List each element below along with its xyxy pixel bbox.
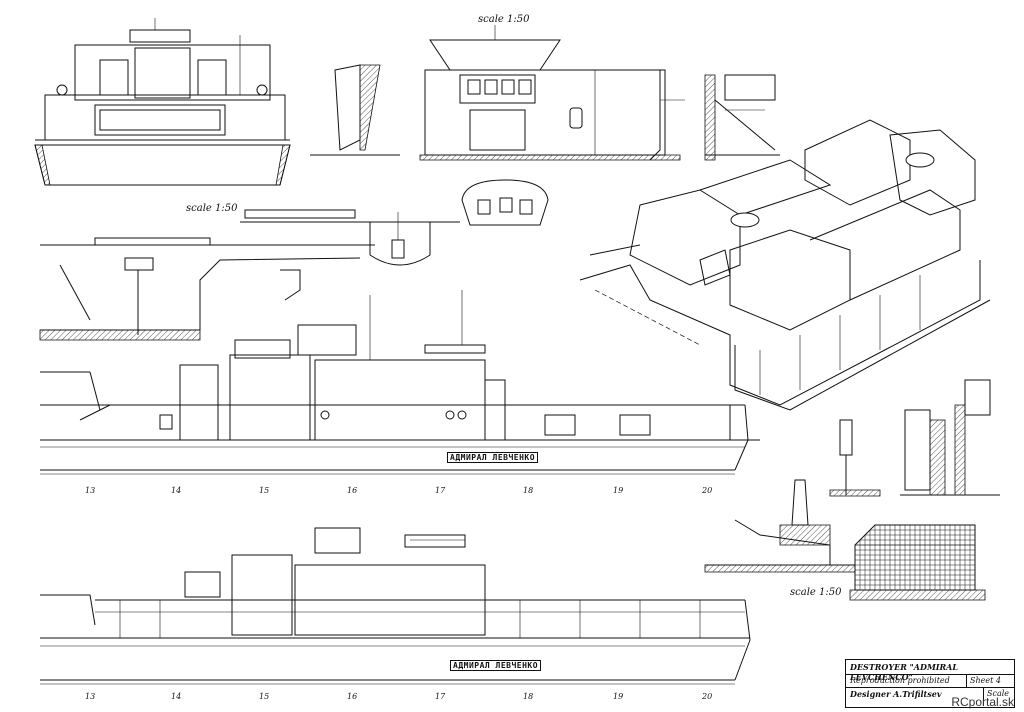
- deck-section-view: [39, 209, 460, 341]
- bridge-section-view: [419, 25, 685, 226]
- frame-number: 17: [435, 692, 446, 701]
- grating-panel-detail: [704, 519, 986, 601]
- frame-number: 17: [435, 486, 446, 495]
- frame-number: 14: [171, 692, 182, 701]
- title-block-sheet: Sheet 4: [966, 674, 1001, 687]
- title-block-scale: Scale: [983, 687, 1009, 706]
- mast-base-detail: [310, 64, 400, 156]
- isometric-superstructure: [579, 119, 991, 411]
- frame-number: 14: [171, 486, 182, 495]
- frame-number: 20: [702, 692, 713, 701]
- frame-number: 18: [523, 486, 534, 495]
- scale-label-bottom-right: scale 1:50: [790, 587, 842, 598]
- title-block-reproduction: Reproduction prohibited: [850, 676, 950, 685]
- title-block: DESTROYER "ADMIRAL LEVCHENCO" Reproducti…: [845, 659, 1015, 708]
- scale-label-middle: scale 1:50: [186, 203, 238, 214]
- frame-number: 20: [702, 486, 713, 495]
- davit-details: [779, 379, 1000, 546]
- frame-number: 13: [85, 692, 96, 701]
- watermark: RCportal.sk: [951, 695, 1014, 709]
- ship-name-plate-upper: АДМИРАЛ ЛЕВЧЕНКО: [447, 452, 539, 463]
- title-block-designer: Designer A.Trifiltsev: [850, 689, 942, 699]
- frame-number: 15: [259, 486, 270, 495]
- frame-number: 18: [523, 692, 534, 701]
- frame-number: 16: [347, 692, 358, 701]
- frame-number: 15: [259, 692, 270, 701]
- ship-name-plate-lower: АДМИРАЛ ЛЕВЧЕНКО: [450, 660, 542, 671]
- front-section-view: [34, 18, 291, 186]
- lower-side-elevation: [40, 527, 751, 685]
- frame-number: 19: [613, 692, 624, 701]
- scale-label-top: scale 1:50: [478, 14, 530, 25]
- frame-number: 13: [85, 486, 96, 495]
- upper-side-elevation: [40, 290, 760, 475]
- frame-number: 19: [613, 486, 624, 495]
- title-block-title: DESTROYER "ADMIRAL LEVCHENCO": [850, 662, 959, 682]
- ladder-detail: [704, 74, 780, 161]
- frame-number: 16: [347, 486, 358, 495]
